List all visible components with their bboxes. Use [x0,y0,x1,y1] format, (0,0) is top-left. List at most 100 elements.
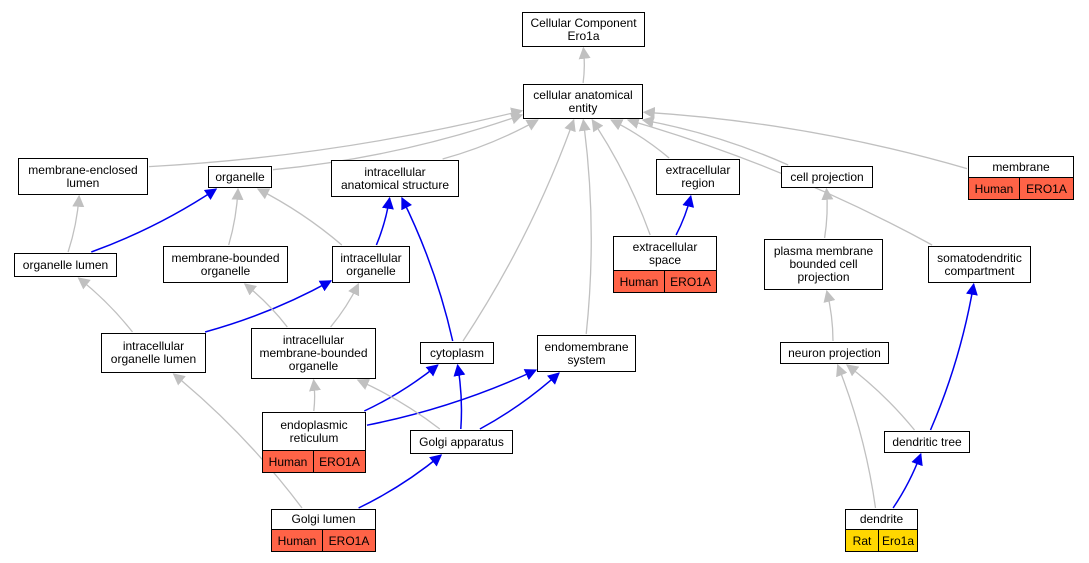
node-cellular-anatomical-entity[interactable]: cellular anatomical entity [523,84,643,119]
edge-is-a-ecr-to-cae [610,119,670,159]
edge-part-of-golgi-to-ems [479,372,560,430]
edge-is-a-ol-to-mel [67,194,85,253]
node-somatodendritic-compartment[interactable]: somatodendritic compartment [928,246,1031,283]
node-label: Cellular Component Ero1a [530,15,637,43]
node-organelle[interactable]: organelle [208,166,272,188]
node-label: endomembrane system [544,339,629,367]
node-intracellular-anatomical-structure[interactable]: intracellular anatomical structure [331,160,459,197]
edge-is-a-io-to-organelle [256,188,343,246]
node-label: plasma membrane bounded cell projection [773,244,874,284]
edge-is-a-glumen-to-iol [172,373,303,509]
edge-is-a-iol-to-ol [77,277,134,333]
node-neuron-projection[interactable]: neuron projection [780,342,889,364]
edge-part-of-cyto-to-ias [401,196,454,342]
edge-is-a-mbo-to-organelle [228,187,244,246]
edge-is-a-dendrite-to-np [836,363,877,509]
node-label: extracellular space [632,239,698,267]
node-label: organelle [215,169,265,184]
edge-is-a-pmbcp-to-cellproj [821,187,834,239]
edge-part-of-er-to-ems [366,369,538,426]
edge-is-a-np-to-pmbcp [823,289,836,342]
node-membrane-bounded-organelle[interactable]: membrane-bounded organelle [163,246,288,283]
edge-is-a-ecs-to-cae [591,118,651,236]
node-label: dendritic tree [892,434,962,449]
annotation-row: Human ERO1A [969,177,1073,199]
node-label: Golgi lumen [291,512,356,526]
edge-part-of-dtree-to-sdc [929,282,978,431]
node-membrane-enclosed-lumen[interactable]: membrane-enclosed lumen [18,158,148,195]
node-plasma-membrane-bounded-cell-projection[interactable]: plasma membrane bounded cell projection [764,239,883,290]
edge-part-of-golgi-to-cyto [453,363,466,430]
node-label: membrane [992,159,1050,174]
annotation-row: Rat Ero1a [846,529,917,551]
edge-is-a-cellproj-to-cae [641,116,789,166]
edge-part-of-io-to-ias [375,196,394,246]
annotation-gene: ERO1A [664,271,716,292]
edge-is-a-golgi-to-imbo [356,378,441,430]
annotation-species: Human [268,454,308,469]
node-intracellular-organelle[interactable]: intracellular organelle [332,246,410,283]
edge-part-of-glumen-to-golgi [358,454,443,509]
node-golgi-apparatus[interactable]: Golgi apparatus [410,430,513,454]
annotation-gene: Ero1a [878,530,917,551]
node-dendritic-tree[interactable]: dendritic tree [884,431,970,453]
edge-is-a-dtree-to-np [846,364,916,431]
node-extracellular-region[interactable]: extracellular region [656,159,740,195]
annotation-row: Human ERO1A [263,450,365,472]
node-label: cytoplasm [429,345,485,360]
annotation-gene: ERO1A [322,530,375,551]
node-label: intracellular membrane-bounded organelle [259,333,368,373]
annotation-species: Human [619,274,659,289]
node-label: organelle lumen [22,257,109,272]
node-cellular-component-ero1a[interactable]: Cellular Component Ero1a [522,12,645,47]
edge-is-a-organelle-to-cae [272,112,524,171]
annotation-gene: ERO1A [313,451,365,472]
annotation-species: Human [974,181,1014,196]
node-label: cellular anatomical entity [533,87,633,115]
edge-is-a-ias-to-cae [442,119,539,160]
edge-part-of-iol-to-io [204,280,333,333]
node-intracellular-organelle-lumen[interactable]: intracellular organelle lumen [101,333,206,373]
node-label: intracellular organelle [340,250,402,278]
edge-part-of-er-to-cyto [363,364,439,412]
node-label: intracellular anatomical structure [340,164,450,192]
node-cell-projection[interactable]: cell projection [781,166,873,188]
node-label: membrane-enclosed lumen [28,162,138,190]
edge-is-a-er-to-imbo [309,378,321,412]
node-label: intracellular organelle lumen [110,339,197,366]
edge-is-a-membrane-to-cae [642,106,968,170]
node-cytoplasm[interactable]: cytoplasm [420,342,494,364]
edge-is-a-imbo-to-mbo [243,283,288,328]
node-label: extracellular region [665,163,731,190]
edge-is-a-cyto-to-cae [462,118,576,342]
node-label: membrane-bounded organelle [171,250,280,278]
edge-part-of-ecs-to-ecr [675,194,695,236]
node-intracellular-membrane-bounded-organelle[interactable]: intracellular membrane-bounded organelle [251,328,376,379]
node-label: somatodendritic compartment [937,250,1022,278]
annotation-gene: ERO1A [1019,178,1073,199]
annotation-row: Human ERO1A [614,270,716,292]
edge-part-of-dendrite-to-dtree [892,452,923,509]
edge-is-a-imbo-to-io [330,282,360,328]
node-label: Golgi apparatus [419,434,504,449]
edge-is-a-cae-to-root [578,46,591,84]
node-label: neuron projection [788,345,881,360]
node-label: dendrite [859,512,904,526]
node-label: cell projection [790,169,864,184]
annotation-row: Human ERO1A [272,529,375,551]
edge-is-a-ems-to-cae [578,118,592,335]
node-endomembrane-system[interactable]: endomembrane system [537,335,636,372]
annotation-species: Rat [852,533,872,548]
node-label: endoplasmic reticulum [280,417,348,445]
edge-part-of-ol-to-organelle [91,188,218,253]
node-organelle-lumen[interactable]: organelle lumen [14,253,117,277]
annotation-species: Human [277,533,317,548]
edge-is-a-mel-to-cae [148,107,524,168]
